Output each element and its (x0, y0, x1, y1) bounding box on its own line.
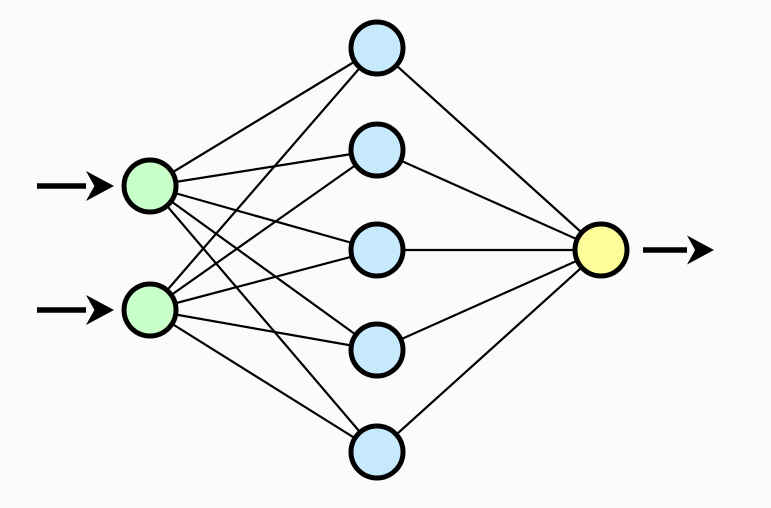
edge-i2-h4 (149, 308, 378, 352)
edge-i2-h3 (149, 248, 378, 312)
input-arrow-bottom-head (86, 295, 114, 325)
edge-h1-o1 (376, 47, 602, 251)
output-arrow-head (687, 235, 714, 265)
neuron-nodes-group (121, 19, 630, 481)
neuron-node-i1[interactable] (121, 157, 179, 215)
input-layer (121, 157, 179, 339)
connection-edges-group (149, 47, 602, 453)
neuron-node-h5[interactable] (348, 423, 406, 481)
edge-i1-h2 (149, 148, 378, 188)
edge-h2-o1 (376, 148, 602, 252)
edge-i1-h5 (149, 185, 378, 453)
edge-i2-h1 (149, 47, 378, 311)
edge-i2-h2 (149, 149, 378, 311)
edge-i1-h1 (149, 47, 378, 187)
io-arrows-group (37, 171, 714, 325)
neuron-node-o1[interactable] (572, 221, 630, 279)
edge-h4-o1 (376, 248, 602, 352)
edge-i1-h4 (149, 185, 378, 351)
input-arrow-top-head (86, 171, 114, 201)
edge-i2-h5 (149, 309, 378, 453)
hidden-layer (348, 19, 406, 481)
neuron-node-h3[interactable] (348, 221, 406, 279)
input-arrow-top-icon (37, 171, 114, 201)
edge-h5-o1 (376, 249, 602, 453)
neuron-node-h2[interactable] (348, 121, 406, 179)
input-arrow-bottom-icon (37, 295, 114, 325)
neuron-node-h4[interactable] (348, 321, 406, 379)
edge-i1-h3 (149, 184, 378, 252)
neuron-node-h1[interactable] (348, 19, 406, 77)
output-arrow-icon (643, 235, 714, 265)
neuron-node-i2[interactable] (121, 281, 179, 339)
output-layer (572, 221, 630, 279)
